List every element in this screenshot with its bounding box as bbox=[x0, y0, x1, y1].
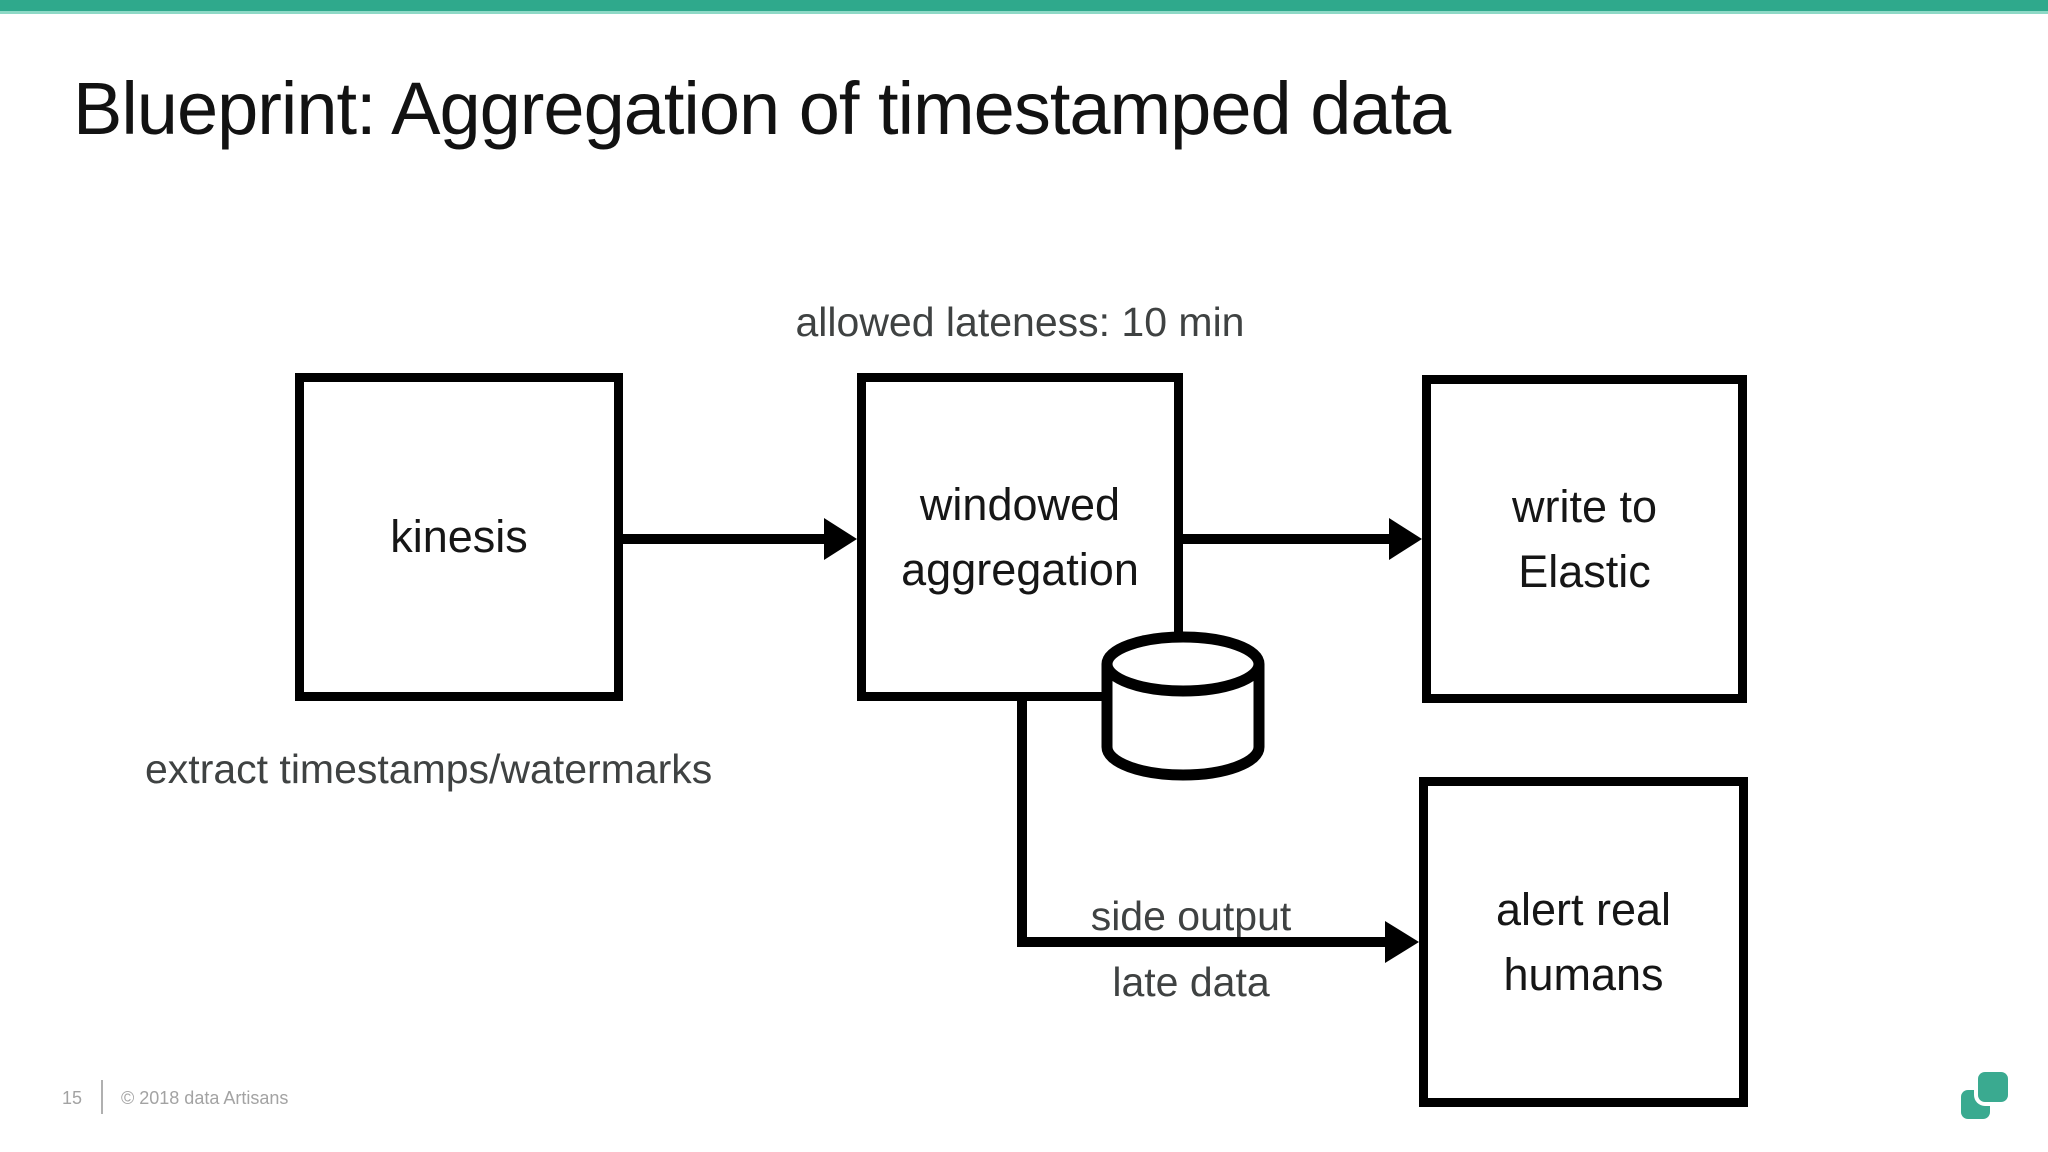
node-label-line: aggregation bbox=[901, 544, 1139, 595]
slide-title: Blueprint: Aggregation of timestamped da… bbox=[73, 67, 1451, 150]
top-accent-bar bbox=[0, 0, 2048, 14]
node-label-line: alert real bbox=[1495, 883, 1672, 935]
arrow-aggregation-to-elastic-head bbox=[1389, 518, 1422, 560]
page-number: 15 bbox=[62, 1088, 83, 1108]
node-write-to-elastic-label: write to Elastic bbox=[1512, 474, 1657, 605]
copyright-text: © 2018 data Artisans bbox=[121, 1088, 289, 1108]
annotation-side-output: side output bbox=[1090, 893, 1292, 939]
node-alert-real-humans-label: alert real humans bbox=[1496, 877, 1671, 1008]
node-windowed-aggregation: windowed aggregation bbox=[857, 373, 1183, 701]
node-label-line: windowed bbox=[919, 478, 1121, 530]
arrow-kinesis-to-aggregation-head bbox=[824, 518, 857, 560]
node-windowed-aggregation-label: windowed aggregation bbox=[901, 472, 1139, 603]
node-label-line: humans bbox=[1503, 949, 1664, 1000]
annotation-allowed-lateness: allowed lateness: 10 min bbox=[795, 299, 1245, 345]
node-label-line: write to bbox=[1511, 480, 1658, 532]
node-write-to-elastic: write to Elastic bbox=[1422, 375, 1747, 703]
node-kinesis-label: kinesis bbox=[390, 511, 528, 563]
logo-square-front bbox=[1978, 1072, 2008, 1102]
annotation-extract-timestamps: extract timestamps/watermarks bbox=[145, 746, 713, 792]
node-label-line: Elastic bbox=[1518, 546, 1651, 597]
node-alert-real-humans: alert real humans bbox=[1419, 777, 1748, 1107]
annotation-late-data: late data bbox=[1112, 959, 1270, 1005]
slide-footer: 15 © 2018 data Artisans bbox=[0, 1080, 2048, 1120]
data-artisans-logo-icon bbox=[1955, 1066, 2025, 1136]
node-kinesis: kinesis bbox=[295, 373, 623, 701]
footer-divider bbox=[101, 1080, 103, 1114]
